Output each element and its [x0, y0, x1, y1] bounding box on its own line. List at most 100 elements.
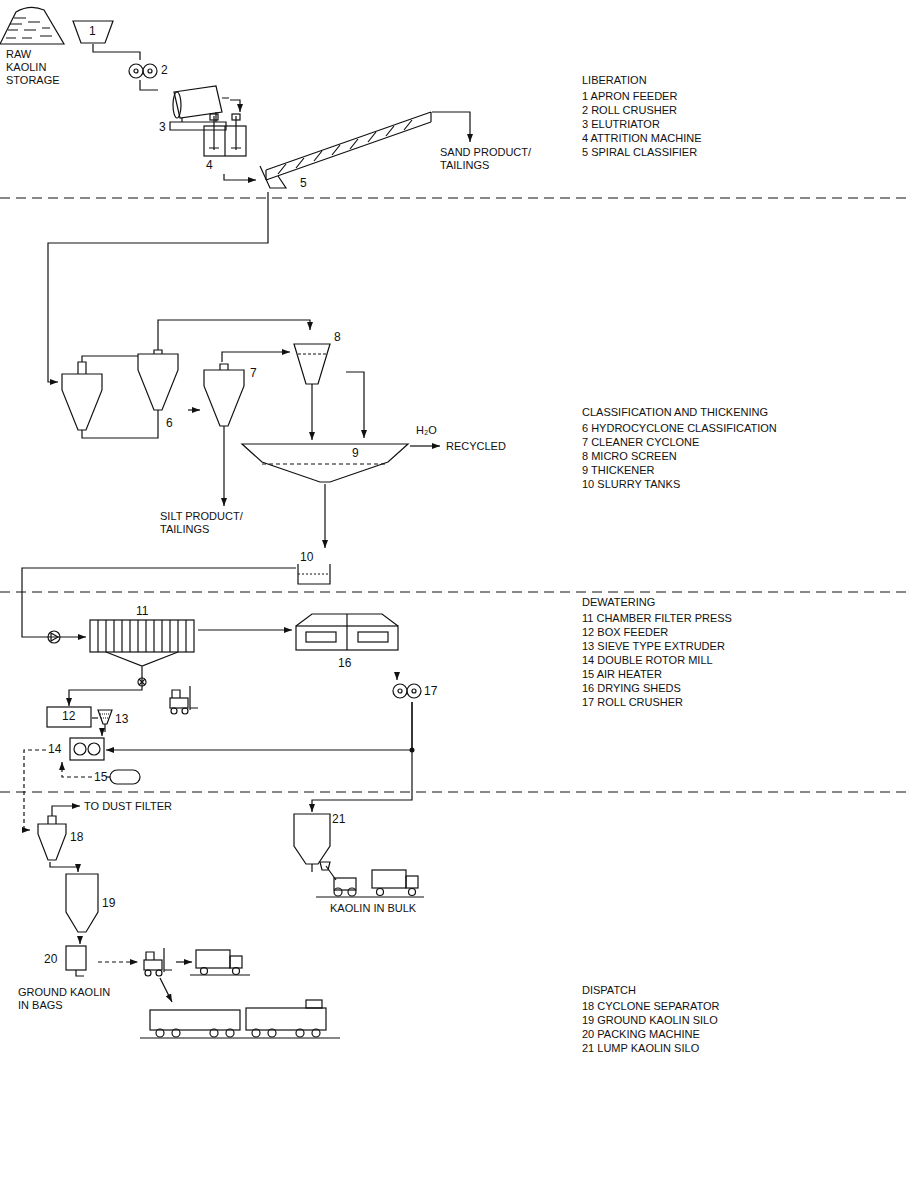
flow-connector [396, 674, 397, 680]
equipment-symbol [256, 108, 436, 192]
label-holder: 5 SPIRAL CLASSIFIER [582, 146, 697, 159]
storage-label: RAW KAOLIN STORAGE [6, 48, 68, 87]
flow-line [52, 112, 470, 1002]
flow-connector [324, 484, 325, 548]
label-holder: 9 THICKENER [582, 464, 655, 477]
legend-item: 4 ATTRITION MACHINE [582, 132, 702, 145]
pump-valve [48, 631, 415, 753]
legend-item: 12 BOX FEEDER [582, 626, 668, 639]
label-holder: 18 CYCLONE SEPARATOR [582, 1000, 720, 1013]
label-holder: LIBERATION [582, 74, 647, 87]
equipment-unit: 15 [92, 766, 142, 788]
equipment-unit: 3 [158, 84, 230, 136]
legend-item: 11 CHAMBER FILTER PRESS [582, 612, 732, 625]
label-holder: 20 PACKING MACHINE [582, 1028, 700, 1041]
label-holder: 19 GROUND KAOLIN SILO [582, 1014, 718, 1027]
callout-number: 17 [424, 684, 437, 698]
equipment-symbol [240, 440, 410, 484]
flow-connector [158, 320, 310, 350]
callout-number: 21 [332, 812, 345, 826]
label-holder: 2 ROLL CRUSHER [582, 104, 677, 117]
flow-connector [93, 44, 140, 60]
label-holder: RAW KAOLIN STORAGE [6, 48, 68, 87]
equipment-unit: 6 [58, 350, 188, 450]
label-holder: KAOLIN IN BULK [330, 902, 450, 915]
label-holder: 13 SIEVE TYPE EXTRUDER [582, 640, 725, 653]
flow-connector [24, 750, 46, 830]
callout-number: 3 [159, 120, 166, 134]
label-holder: CLASSIFICATION AND THICKENING [582, 406, 768, 419]
callout-number: 5 [300, 176, 307, 190]
equipment-unit: 5 [256, 108, 436, 192]
section-heading: LIBERATION [582, 74, 647, 87]
flow-connector [106, 702, 412, 750]
equipment-unit: 12 [46, 706, 92, 728]
flow-connector [79, 936, 80, 944]
equipment-unit: 9 [240, 440, 410, 484]
callout-number: 15 [94, 770, 107, 784]
legend-item: 1 APRON FEEDER [582, 90, 677, 103]
callout-number: 14 [48, 742, 61, 756]
label-holder: 4 ATTRITION MACHINE [582, 132, 702, 145]
label-holder: 10 SLURRY TANKS [582, 478, 680, 491]
flow-connector [311, 390, 312, 440]
flow-connector [140, 80, 158, 90]
flow-connector [222, 352, 290, 362]
equipment-symbol [58, 350, 188, 450]
label-holder: 7 CLEANER CYCLONE [582, 436, 699, 449]
flow-label: GROUND KAOLIN IN BAGS [18, 986, 118, 1012]
equipment-unit: 8 [290, 330, 346, 390]
legend-item: 18 CYCLONE SEPARATOR [582, 1000, 720, 1013]
flow-connector [224, 174, 256, 180]
label-holder: 6 HYDROCYCLONE CLASSIFICATION [582, 422, 777, 435]
legend-item: 19 GROUND KAOLIN SILO [582, 1014, 718, 1027]
legend-item: 17 ROLL CRUSHER [582, 696, 683, 709]
callout-number: 2 [161, 63, 168, 77]
label-holder: 12 BOX FEEDER [582, 626, 668, 639]
callout-number: 13 [115, 712, 128, 726]
label-holder: H₂O [416, 424, 446, 437]
equipment-unit: 21 [290, 812, 347, 868]
flow-label: SILT PRODUCT/ TAILINGS [160, 510, 290, 536]
legend-item: 10 SLURRY TANKS [582, 478, 680, 491]
callout-number: 16 [338, 656, 351, 670]
legend-item: 14 DOUBLE ROTOR MILL [582, 654, 713, 667]
flow-connector [50, 862, 78, 872]
flow-connector [188, 409, 200, 410]
label-holder: 17 ROLL CRUSHER [582, 696, 683, 709]
equipment-unit: 20 [44, 944, 96, 978]
legend-item: 2 ROLL CRUSHER [582, 104, 677, 117]
callout-number: 19 [102, 896, 115, 910]
legend-item: 7 CLEANER CYCLONE [582, 436, 699, 449]
label-holder: 16 DRYING SHEDS [582, 682, 681, 695]
label-holder: 1 APRON FEEDER [582, 90, 677, 103]
stockpile [0, 7, 64, 44]
legend-item: 20 PACKING MACHINE [582, 1028, 700, 1041]
label-holder: DISPATCH [582, 984, 636, 997]
flow-label: RECYCLED [446, 440, 526, 453]
legend-item: 6 HYDROCYCLONE CLASSIFICATION [582, 422, 777, 435]
legend-item: 8 MICRO SCREEN [582, 450, 677, 463]
equipment-unit: 18 [30, 816, 92, 862]
callout-number: 8 [334, 330, 341, 344]
callout-number: 12 [62, 709, 75, 723]
equipment-unit: 16 [292, 612, 402, 674]
legend-item: 16 DRYING SHEDS [582, 682, 681, 695]
flow-connector [69, 670, 142, 706]
label-holder: 21 LUMP KAOLIN SILO [582, 1042, 699, 1055]
callout-number: 10 [300, 550, 313, 564]
section-heading: CLASSIFICATION AND THICKENING [582, 406, 768, 419]
legend-item: 3 ELUTRIATOR [582, 118, 660, 131]
label-holder: 8 MICRO SCREEN [582, 450, 677, 463]
label-holder: 3 ELUTRIATOR [582, 118, 660, 131]
label-holder: RECYCLED [446, 440, 526, 453]
label-holder: 15 AIR HEATER [582, 668, 662, 681]
flow-connector [101, 732, 102, 736]
label-holder: SILT PRODUCT/ TAILINGS [160, 510, 290, 536]
callout-number: 9 [352, 446, 359, 460]
equipment-unit: 13 [98, 708, 132, 732]
legend-item: 21 LUMP KAOLIN SILO [582, 1042, 699, 1055]
flow-connector [22, 568, 296, 637]
